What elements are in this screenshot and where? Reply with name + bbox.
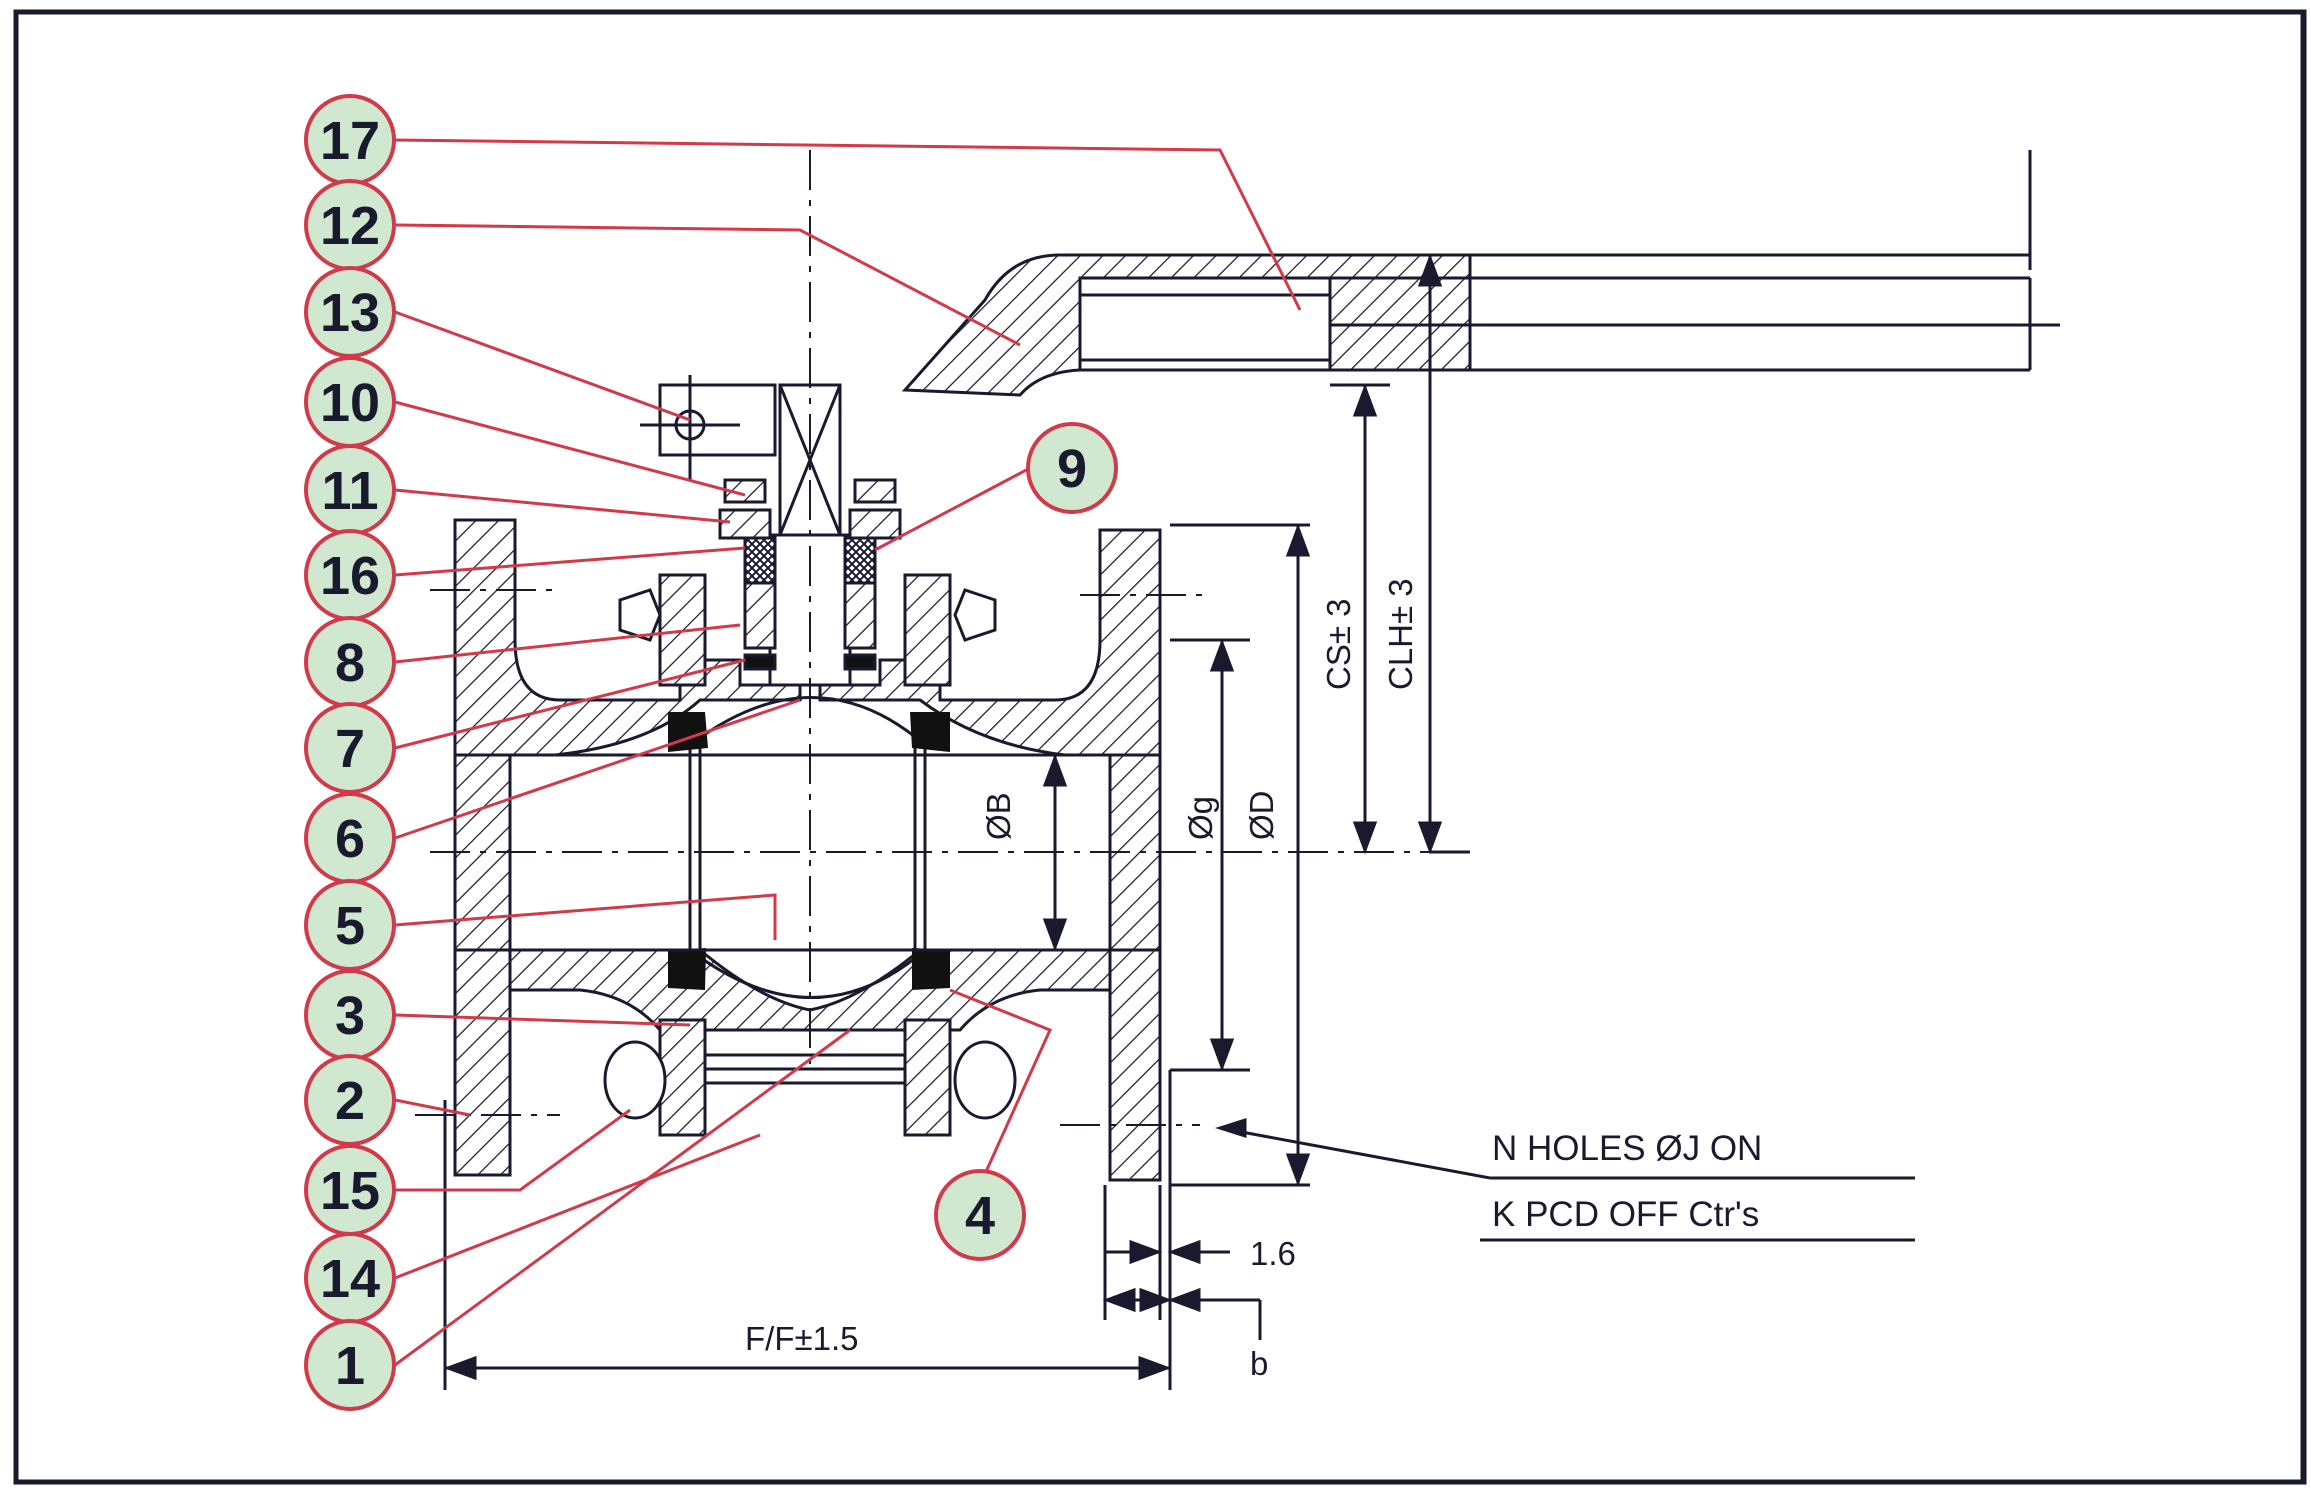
ball [688, 696, 927, 999]
callout-7: 7 [335, 719, 365, 779]
dimension-lines [443, 253, 1915, 1390]
dimension-labels: CS± 3 CLH± 3 ØB Øg ØD 1.6 b F/F±1.5 N HO… [745, 578, 1762, 1382]
callout-9: 9 [1057, 439, 1087, 499]
callout-numbers: 17 12 13 10 11 16 8 7 6 5 3 2 15 14 1 9 … [320, 111, 1087, 1396]
callout-1: 1 [335, 1336, 365, 1396]
bore-g-label: Øg [1182, 796, 1219, 840]
callout-10: 10 [320, 373, 380, 433]
lever-handle [901, 150, 2060, 397]
cs-label: CS± 3 [1320, 599, 1357, 690]
callout-4: 4 [965, 1186, 995, 1246]
callout-14: 14 [320, 1249, 380, 1309]
page-border [13, 9, 2307, 1485]
raised-face-label: 1.6 [1250, 1235, 1296, 1272]
callout-13: 13 [320, 283, 380, 343]
callout-17: 17 [320, 111, 380, 171]
bore-d-label: ØD [1243, 791, 1280, 841]
face-to-face-label: F/F±1.5 [745, 1320, 858, 1357]
flange-b-label: b [1250, 1345, 1268, 1382]
callout-6: 6 [335, 809, 365, 869]
callout-8: 8 [335, 633, 365, 693]
bore-b-label: ØB [980, 792, 1017, 840]
callout-12: 12 [320, 196, 380, 256]
callout-bubbles [304, 94, 1118, 1411]
callout-16: 16 [320, 546, 380, 606]
callout-3: 3 [335, 986, 365, 1046]
leader-lines [394, 138, 1302, 1367]
gland-packing [718, 478, 902, 671]
clh-label: CLH± 3 [1382, 578, 1419, 690]
callout-15: 15 [320, 1161, 380, 1221]
pcd-note: K PCD OFF Ctr's [1492, 1195, 1759, 1234]
bore-lines [455, 753, 1160, 952]
callout-5: 5 [335, 896, 365, 956]
callout-11: 11 [321, 461, 378, 521]
callout-2: 2 [335, 1071, 365, 1131]
holes-note: N HOLES ØJ ON [1492, 1129, 1762, 1168]
